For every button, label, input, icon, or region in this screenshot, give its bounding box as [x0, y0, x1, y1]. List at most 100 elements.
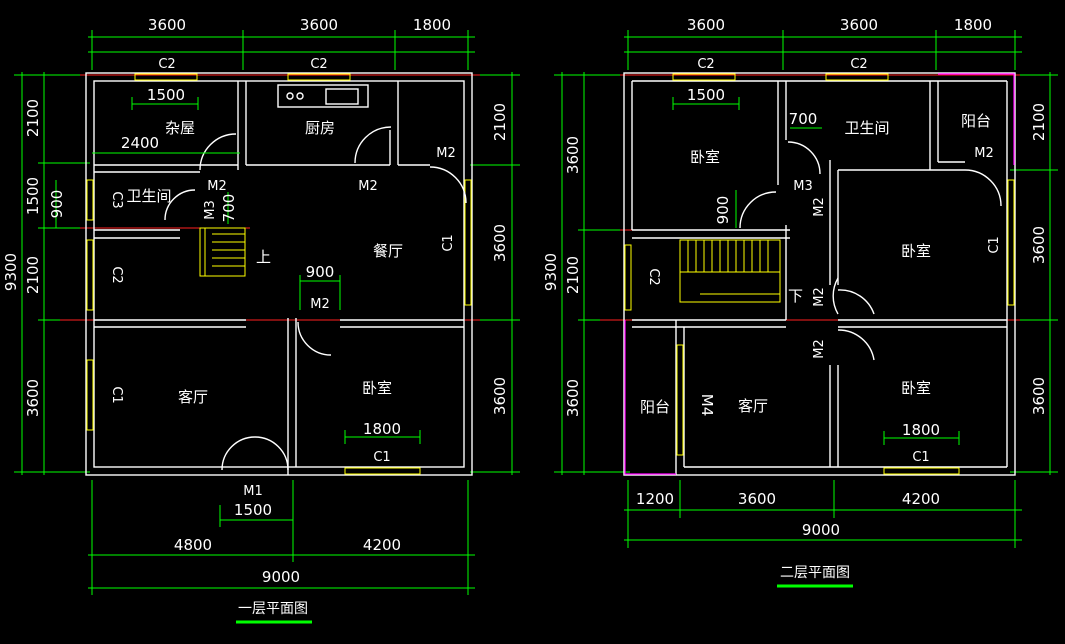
floor1-room-bedroom: 卧室 [362, 379, 392, 397]
floor2-tag-m2-balcony: M2 [974, 146, 994, 161]
floor1-plan: 3600 3600 1800 2100 1500 2100 3600 9300 … [2, 16, 520, 624]
floor2-right-dim-1: 2100 [1030, 103, 1048, 141]
floor1-right-dim-1: 2100 [491, 103, 509, 141]
floor1-room-storage: 杂屋 [165, 119, 195, 137]
floor1-tag-c3: C3 [109, 191, 124, 208]
floor2-room-bedroom-a: 卧室 [690, 148, 720, 166]
floor2-top-dim-3: 1800 [954, 16, 992, 34]
floor2-room-bedroom-c: 卧室 [901, 379, 931, 397]
floor1-left-dim-1: 2100 [24, 99, 42, 137]
floor1-dim-700: 700 [220, 194, 238, 223]
floor1-room-dining: 餐厅 [373, 242, 403, 260]
floor1-windows [86, 73, 472, 475]
floor1-title: 一层平面图 [238, 601, 308, 617]
floor2-tag-m3: M3 [793, 179, 813, 194]
floor1-right-dim-3: 3600 [491, 377, 509, 415]
floor2-right-dim-lines [1010, 72, 1058, 475]
floor1-total-width: 9000 [262, 568, 300, 586]
floor1-tag-c1-right: C1 [441, 234, 456, 251]
floor2-room-bedroom-b: 卧室 [901, 242, 931, 260]
floor1-tag-c2-storage: C2 [158, 57, 175, 72]
floor2-room-balcony-left: 阳台 [640, 398, 670, 416]
floor2-right-dim-2: 3600 [1030, 226, 1048, 264]
floor2-bottom-dim-1: 1200 [636, 490, 674, 508]
floor2-total-width: 9000 [802, 521, 840, 539]
floor2-bottom-dim-2: 3600 [738, 490, 776, 508]
floor1-right-dim-2: 3600 [491, 224, 509, 262]
floor2-dim-1800: 1800 [902, 421, 940, 439]
floor2-tag-m4: M4 [698, 394, 716, 417]
floor2-tag-c2-bedroom: C2 [697, 57, 714, 72]
floor1-dim-1500-m1: 1500 [234, 501, 272, 519]
floor2-windows [624, 73, 1015, 475]
floor1-kitchen-counter [277, 84, 369, 108]
floor1-stair [199, 227, 246, 277]
floor1-tag-m2-bedroom: M2 [310, 297, 330, 312]
floor1-dim-1800: 1800 [363, 420, 401, 438]
floor2-tag-m2-bedroom-c: M2 [812, 339, 827, 359]
floor2-top-dim-2: 3600 [840, 16, 878, 34]
floor1-door-swings [164, 126, 467, 471]
floor1-left-dim-2: 1500 [24, 177, 42, 215]
floor1-tag-m3: M3 [203, 200, 218, 220]
floor1-tag-c2-left: C2 [109, 266, 124, 283]
floor1-total-height: 9300 [2, 253, 20, 291]
floor1-left-dim-3: 2100 [24, 256, 42, 294]
floor2-inner-dim-lines [672, 97, 960, 445]
floor2-tag-c1-right: C1 [987, 236, 1002, 253]
floor2-tag-m2-stair: M2 [812, 197, 827, 217]
floor2-right-dim-3: 3600 [1030, 377, 1048, 415]
floor1-walls [85, 72, 473, 476]
floor2-stair [679, 239, 781, 303]
floor1-stair-up-label: 上 [256, 248, 271, 266]
floor2-top-dim-1: 3600 [687, 16, 725, 34]
floor2-plan: 3600 3600 1800 3600 2100 3600 9300 2100 … [542, 16, 1058, 588]
floor2-room-bathroom: 卫生间 [844, 119, 889, 137]
floor2-tag-c2-left: C2 [646, 268, 661, 285]
floor1-right-dim-lines [470, 72, 520, 475]
floor1-room-kitchen: 厨房 [305, 119, 335, 137]
floor2-stair-down-label: 下 [788, 287, 803, 305]
floor1-tag-c2-kitchen: C2 [310, 57, 327, 72]
floor2-tag-c2-bathroom: C2 [850, 57, 867, 72]
floor2-dim-900: 900 [714, 196, 732, 225]
floor1-top-dim-lines [88, 30, 475, 70]
floor2-bottom-dim-lines [624, 480, 1022, 548]
floor2-left-dim-3: 3600 [564, 379, 582, 417]
floor2-tag-m2-bedroom-b: M2 [812, 287, 827, 307]
floor1-top-dim-2: 3600 [300, 16, 338, 34]
floor1-dim-900-m2: 900 [306, 263, 335, 281]
floor1-left-dim-lines [14, 72, 90, 475]
floor1-top-dim-3: 1800 [413, 16, 451, 34]
floor1-dim-1500: 1500 [147, 86, 185, 104]
floor1-top-dim-1: 3600 [148, 16, 186, 34]
floor1-tag-c1-left: C1 [109, 386, 124, 403]
floor1-left-dim-4: 3600 [24, 379, 42, 417]
floor2-dim-1500: 1500 [687, 86, 725, 104]
floor2-door-swings [739, 141, 1002, 361]
floor1-tag-m2-dining: M2 [436, 146, 456, 161]
floor2-balcony-outlines [624, 73, 1015, 475]
floor2-room-balcony-top: 阳台 [961, 112, 991, 130]
floor1-tag-m2-kitchen: M2 [358, 179, 378, 194]
floor1-room-living: 客厅 [178, 388, 208, 406]
floor2-tag-c1-bottom: C1 [912, 450, 929, 465]
floor1-room-bathroom: 卫生间 [126, 187, 171, 205]
floor2-title: 二层平面图 [780, 565, 850, 581]
floor1-bottom-dim-1: 4800 [174, 536, 212, 554]
floor2-room-living: 客厅 [738, 397, 768, 415]
floor1-tag-m2-bath: M2 [207, 179, 227, 194]
floor1-dim-2400: 2400 [121, 134, 159, 152]
floor1-tag-c1-bottom: C1 [373, 450, 390, 465]
floor2-bottom-dim-3: 4200 [902, 490, 940, 508]
floor2-left-dim-1: 3600 [564, 136, 582, 174]
floor2-total-height: 9300 [542, 253, 560, 291]
floor1-bottom-dim-lines [88, 480, 475, 595]
floor1-dim-900: 900 [48, 190, 66, 219]
floor2-left-dim-lines [554, 72, 630, 475]
floor2-walls [623, 72, 1016, 476]
floor2-left-dim-2: 2100 [564, 256, 582, 294]
floor2-dim-700: 700 [789, 110, 818, 128]
floor1-tag-m1: M1 [243, 484, 263, 499]
